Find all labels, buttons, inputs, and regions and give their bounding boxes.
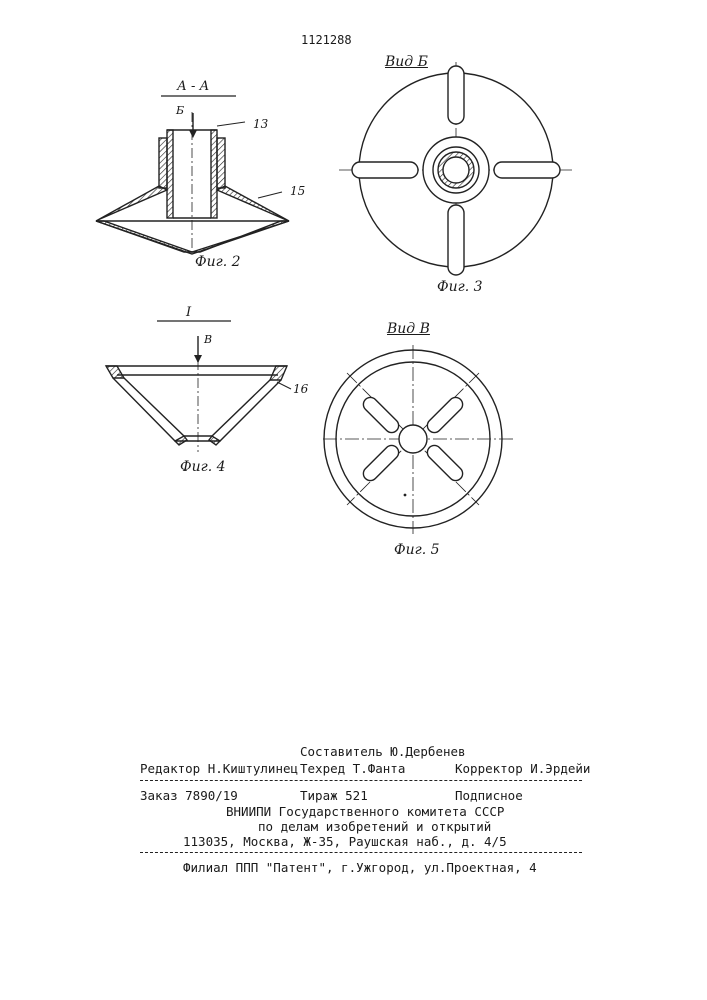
- order-number: Заказ 7890/19: [140, 789, 238, 803]
- fig5-drawing: [323, 345, 514, 534]
- fig3-view-title: Вид Б: [385, 55, 428, 69]
- fig2-view-arrow-label: Б: [176, 104, 184, 118]
- editor-credit: Редактор Н.Киштулинец: [140, 762, 298, 776]
- divider-1: [140, 780, 582, 781]
- circulation: Тираж 521: [300, 789, 368, 803]
- branch-address: Филиал ППП "Патент", г.Ужгород, ул.Проек…: [183, 861, 537, 875]
- tech-editor-credit: Техред Т.Фанта: [300, 762, 405, 776]
- proofreader-credit: Корректор И.Эрдейи: [455, 762, 590, 776]
- organization-address: 113035, Москва, Ж-35, Раушская наб., д. …: [183, 835, 507, 849]
- fig3-drawing: [339, 62, 572, 275]
- fig4-section-label: I: [186, 306, 191, 320]
- compiler-credit: Составитель Ю.Дербенев: [300, 745, 466, 759]
- fig5-view-title: Вид В: [387, 322, 430, 336]
- organization-line-2: по делам изобретений и открытий: [258, 820, 491, 834]
- fig4-caption: Фиг. 4: [180, 460, 226, 474]
- organization-line-1: ВНИИПИ Государственного комитета СССР: [226, 805, 504, 819]
- subscription-note: Подписное: [455, 789, 523, 803]
- fig4-part-16-label: 16: [293, 382, 308, 396]
- fig3-caption: Фиг. 3: [437, 280, 483, 294]
- fig4-drawing: [106, 321, 291, 452]
- patent-number: 1121288: [301, 33, 352, 47]
- divider-2: [140, 852, 582, 853]
- fig5-caption: Фиг. 5: [394, 543, 440, 557]
- fig2-caption: Фиг. 2: [195, 255, 241, 269]
- fig2-part-15-label: 15: [290, 184, 305, 198]
- fig2-part-13-label: 13: [253, 117, 268, 131]
- fig4-view-arrow-label: В: [204, 333, 212, 347]
- fig2-section-label: А - А: [177, 80, 209, 94]
